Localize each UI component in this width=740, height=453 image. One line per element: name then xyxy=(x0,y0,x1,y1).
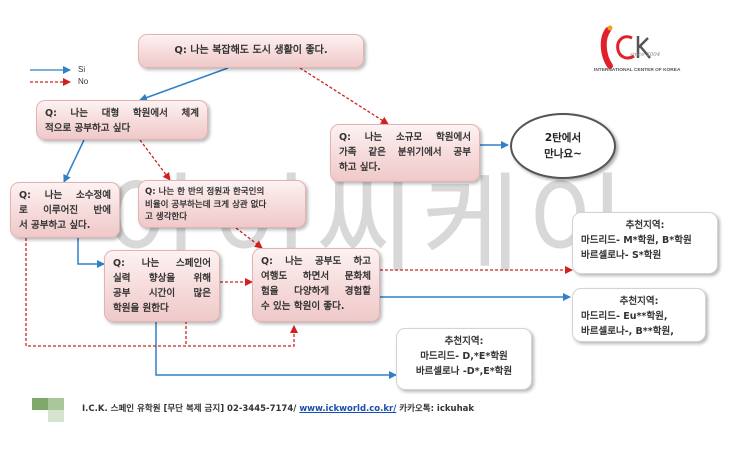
node-line: 비율이 공부하는데 크게 상관 없다 xyxy=(145,199,267,210)
footer-website-link[interactable]: www.ickworld.co.kr/ xyxy=(299,404,397,414)
node-line: 학원을 원한다 xyxy=(113,303,169,314)
footer-square-mid xyxy=(48,398,64,410)
node-line: 마드리드- Eu**학원, xyxy=(581,311,668,322)
node-line: 바르셀로나- S*학원 xyxy=(581,250,662,261)
node-line: 2탄에서 xyxy=(544,132,582,144)
node-next-part: 2탄에서 만나요~ xyxy=(510,113,616,179)
footer-kakao: 카카오톡: ickuhak xyxy=(396,404,475,414)
node-line: 마드리드- D,*E*학원 xyxy=(420,351,508,362)
node-line: 적으로 공부하고 싶다 xyxy=(45,123,131,134)
node-line: 마드리드- M*학원, B*학원 xyxy=(581,235,692,246)
node-line: 실력 향상을 위해 xyxy=(113,273,211,284)
node-study-time: Q: 나는 스페인어 실력 향상을 위해 공부 시간이 많은 학원을 원한다 xyxy=(104,250,220,322)
node-city-life: Q: 나는 복잡해도 도시 생활이 좋다. xyxy=(138,34,364,68)
node-line: 로 이루어진 반에 xyxy=(19,205,111,216)
ick-logo xyxy=(600,25,651,69)
node-line: Q: 나는 한 반의 정원과 한국인의 xyxy=(145,187,265,197)
node-recommendation-2: 추천지역: 마드리드- Eu**학원, 바르셀로나-, B**학원, xyxy=(572,288,706,342)
node-line: 바르셀로나-, B**학원, xyxy=(581,326,674,337)
node-line: 여행도 하면서 문화체 xyxy=(261,271,371,282)
footer-contact: I.C.K. 스페인 유학원 [무단 복제 금지] 02-3445-7174/ … xyxy=(82,402,474,414)
footer-square-light xyxy=(48,410,64,422)
node-line: 추천지역: xyxy=(619,296,659,307)
node-class-size: Q: 나는 한 반의 정원과 한국인의 비율이 공부하는데 크게 상관 없다 고… xyxy=(138,180,306,228)
footer-text: I.C.K. 스페인 유학원 [무단 복제 금지] 02-3445-7174/ xyxy=(82,404,300,414)
node-recommendation-3: 추천지역: 마드리드- D,*E*학원 바르셀로나 -D*,E*학원 xyxy=(396,328,532,390)
node-line: 만나요~ xyxy=(544,148,582,160)
node-line: 험을 다양하게 경험할 xyxy=(261,286,371,297)
node-line: Q: 나는 소규모 학원에서 xyxy=(339,132,471,143)
node-line: Q: 나는 스페인어 xyxy=(113,258,211,269)
node-line: 추천지역: xyxy=(444,336,484,347)
node-line: 바르셀로나 -D*,E*학원 xyxy=(415,366,513,377)
node-line: 공부 시간이 많은 xyxy=(113,288,211,299)
node-line: 고 생각한다 xyxy=(145,212,188,222)
node-large-academy: Q: 나는 대형 학원에서 체계 적으로 공부하고 싶다 xyxy=(36,100,208,140)
logo-tagline: INTERNATIONAL CENTER OF KOREA xyxy=(594,68,681,73)
node-line: 하고 싶다. xyxy=(339,162,381,173)
node-line: 추천지역: xyxy=(625,220,665,231)
legend-si-label: Si xyxy=(78,65,86,74)
node-line: 수 있는 학원이 좋다. xyxy=(261,301,345,312)
node-small-academy: Q: 나는 소규모 학원에서 가족 같은 분위기에서 공부 하고 싶다. xyxy=(330,124,480,182)
logo-since: since 2004 xyxy=(630,52,661,58)
node-line: Q: 나는 공부도 하고 xyxy=(261,256,371,267)
node-line: 가족 같은 분위기에서 공부 xyxy=(339,147,471,158)
node-culture: Q: 나는 공부도 하고 여행도 하면서 문화체 험을 다양하게 경험할 수 있… xyxy=(252,248,380,322)
node-line: Q: 나는 대형 학원에서 체계 xyxy=(45,108,199,119)
legend-no-label: No xyxy=(78,77,89,86)
node-small-class: Q: 나는 소수정예 로 이루어진 반에 서 공부하고 싶다. xyxy=(10,182,120,238)
node-recommendation-1: 추천지역: 마드리드- M*학원, B*학원 바르셀로나- S*학원 xyxy=(572,212,718,274)
node-line: 서 공부하고 싶다. xyxy=(19,220,91,231)
node-line: Q: 나는 소수정예 xyxy=(19,190,111,201)
footer-square-dark xyxy=(32,398,48,410)
